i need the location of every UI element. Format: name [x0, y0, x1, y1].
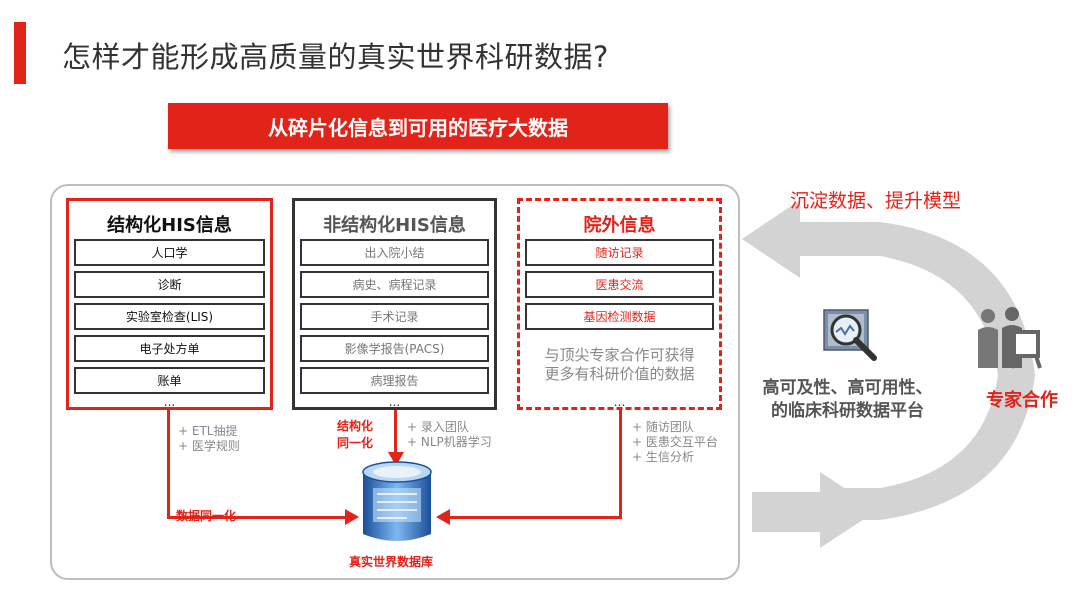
arrow-head-left [436, 509, 450, 525]
list-item: 随访记录 [525, 239, 714, 266]
structured-his-heading: 结构化HIS信息 [107, 215, 232, 236]
arrow-head-right [345, 509, 359, 525]
banner: 从碎片化信息到可用的医疗大数据 [168, 103, 668, 149]
list-item: 电子处方单 [74, 335, 265, 362]
list-item: 病理报告 [300, 367, 489, 394]
note-line: 同一化 [337, 436, 374, 450]
col3-side-note: + 随访团队 + 医患交互平台 + 生信分析 [632, 420, 718, 465]
col3-to-db-line [450, 516, 622, 519]
note-line: + 录入团队 [407, 420, 469, 434]
list-item: 账单 [74, 367, 265, 394]
list-item: 诊断 [74, 271, 265, 298]
expert-group-icon [978, 307, 1042, 369]
database-icon [362, 461, 432, 541]
external-info-box: 院外信息 随访记录 医患交流 基因检测数据 与顶尖专家合作可获得更多有科研价值的… [517, 198, 722, 410]
col3-connector [619, 410, 622, 518]
note-line: + ETL抽提 [178, 424, 238, 438]
list-item: 手术记录 [300, 303, 489, 330]
col2-connector [394, 410, 397, 454]
note-line: + 生信分析 [632, 450, 694, 464]
list-item: 医患交流 [525, 271, 714, 298]
ellipsis: ... [163, 395, 176, 409]
unify-label: 数据同一化 [176, 509, 237, 523]
magnifier-icon [823, 309, 877, 361]
platform-description: 高可及性、高可用性、的临床科研数据平台 [762, 378, 933, 421]
col1-side-note: + ETL抽提 + 医学规则 [178, 424, 240, 454]
note-line: + NLP机器学习 [407, 435, 492, 449]
col1-connector [167, 410, 170, 518]
ellipsis: ... [613, 395, 626, 409]
unstructured-his-box: 非结构化HIS信息 出入院小结 病史、病程记录 手术记录 影像学报告(PACS)… [292, 198, 497, 410]
list-item: 影像学报告(PACS) [300, 335, 489, 362]
note-line: 结构化 [337, 419, 374, 433]
col1-to-db-line [167, 516, 347, 519]
external-info-heading: 院外信息 [583, 215, 656, 236]
unstructured-his-heading: 非结构化HIS信息 [323, 215, 466, 236]
ellipsis: ... [388, 395, 401, 409]
structured-his-box: 结构化HIS信息 人口学 诊断 实验室检查(LIS) 电子处方单 账单 ... [66, 198, 273, 410]
note-line: + 随访团队 [632, 420, 694, 434]
list-item: 基因检测数据 [525, 303, 714, 330]
note-line: + 医患交互平台 [632, 435, 718, 449]
col2-red-note: 结构化 同一化 [337, 418, 373, 452]
note-line: + 医学规则 [178, 439, 240, 453]
list-item: 人口学 [74, 239, 265, 266]
expert-collab-label: 专家合作 [986, 390, 1058, 411]
title-accent-bar [14, 22, 26, 84]
list-item: 病史、病程记录 [300, 271, 489, 298]
database-label: 真实世界数据库 [349, 555, 434, 569]
list-item: 出入院小结 [300, 239, 489, 266]
list-item: 实验室检查(LIS) [74, 303, 265, 330]
accumulate-data-label: 沉淀数据、提升模型 [790, 190, 962, 212]
expert-collab-note: 与顶尖专家合作可获得更多有科研价值的数据 [544, 346, 695, 383]
page-title: 怎样才能形成高质量的真实世界科研数据? [62, 40, 609, 74]
col2-side-note: + 录入团队 + NLP机器学习 [407, 420, 492, 450]
